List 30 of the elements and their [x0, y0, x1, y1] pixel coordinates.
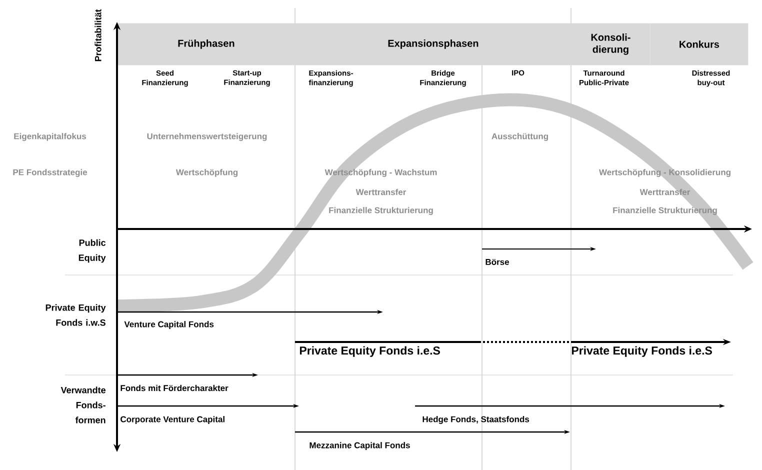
- strategy-label: Ausschüttung: [492, 133, 548, 141]
- strategy-label: Finanzielle Strukturierung: [613, 207, 717, 215]
- row-label: Public Equity: [78, 239, 106, 263]
- arrow-label: Fonds mit Fördercharakter: [120, 384, 228, 392]
- phase-band: Konsoli- dierung: [571, 23, 650, 66]
- axis-label: Profitabilität: [94, 9, 102, 62]
- strategy-label: Eigenkapitalfokus: [14, 133, 86, 141]
- row-label: Private Equity Fonds i.w.S: [46, 304, 106, 326]
- arrow-label: Private Equity Fonds i.e.S: [300, 346, 440, 357]
- node-label: Frühphasen: [178, 40, 234, 49]
- strategy-label: Finanzielle Strukturierung: [329, 207, 433, 215]
- strategy-label: Wertschöpfung - Konsolidierung: [599, 169, 730, 177]
- node-label: Expansionsphasen: [388, 40, 478, 49]
- arrow-label: Mezzanine Capital Fonds: [310, 442, 410, 450]
- strategy-label: Wertschöpfung: [176, 169, 238, 177]
- row-label: Verwandte Fonds- formen: [60, 386, 106, 424]
- arrow-label: Corporate Venture Capital: [120, 416, 224, 424]
- arrow-label: Börse: [486, 259, 509, 265]
- arrow-label: Venture Capital Fonds: [124, 321, 214, 329]
- arrow-label: Private Equity Fonds i.e.S: [572, 346, 712, 357]
- strategy-label: Werttransfer: [356, 188, 406, 196]
- strategy-label: Wertschöpfung - Wachstum: [324, 169, 437, 177]
- strategy-label: Unternehmenswertsteigerung: [147, 133, 267, 141]
- node-label: Konkurs: [680, 40, 720, 48]
- strategy-label: Werttransfer: [640, 188, 690, 196]
- phase-band: Frühphasen: [117, 23, 296, 66]
- arrow-label: Hedge Fonds, Staatsfonds: [422, 416, 530, 424]
- node-label: Konsoli- dierung: [591, 34, 630, 55]
- strategy-label: PE Fondsstrategie: [13, 169, 88, 177]
- phase-band: Konkurs: [650, 23, 748, 66]
